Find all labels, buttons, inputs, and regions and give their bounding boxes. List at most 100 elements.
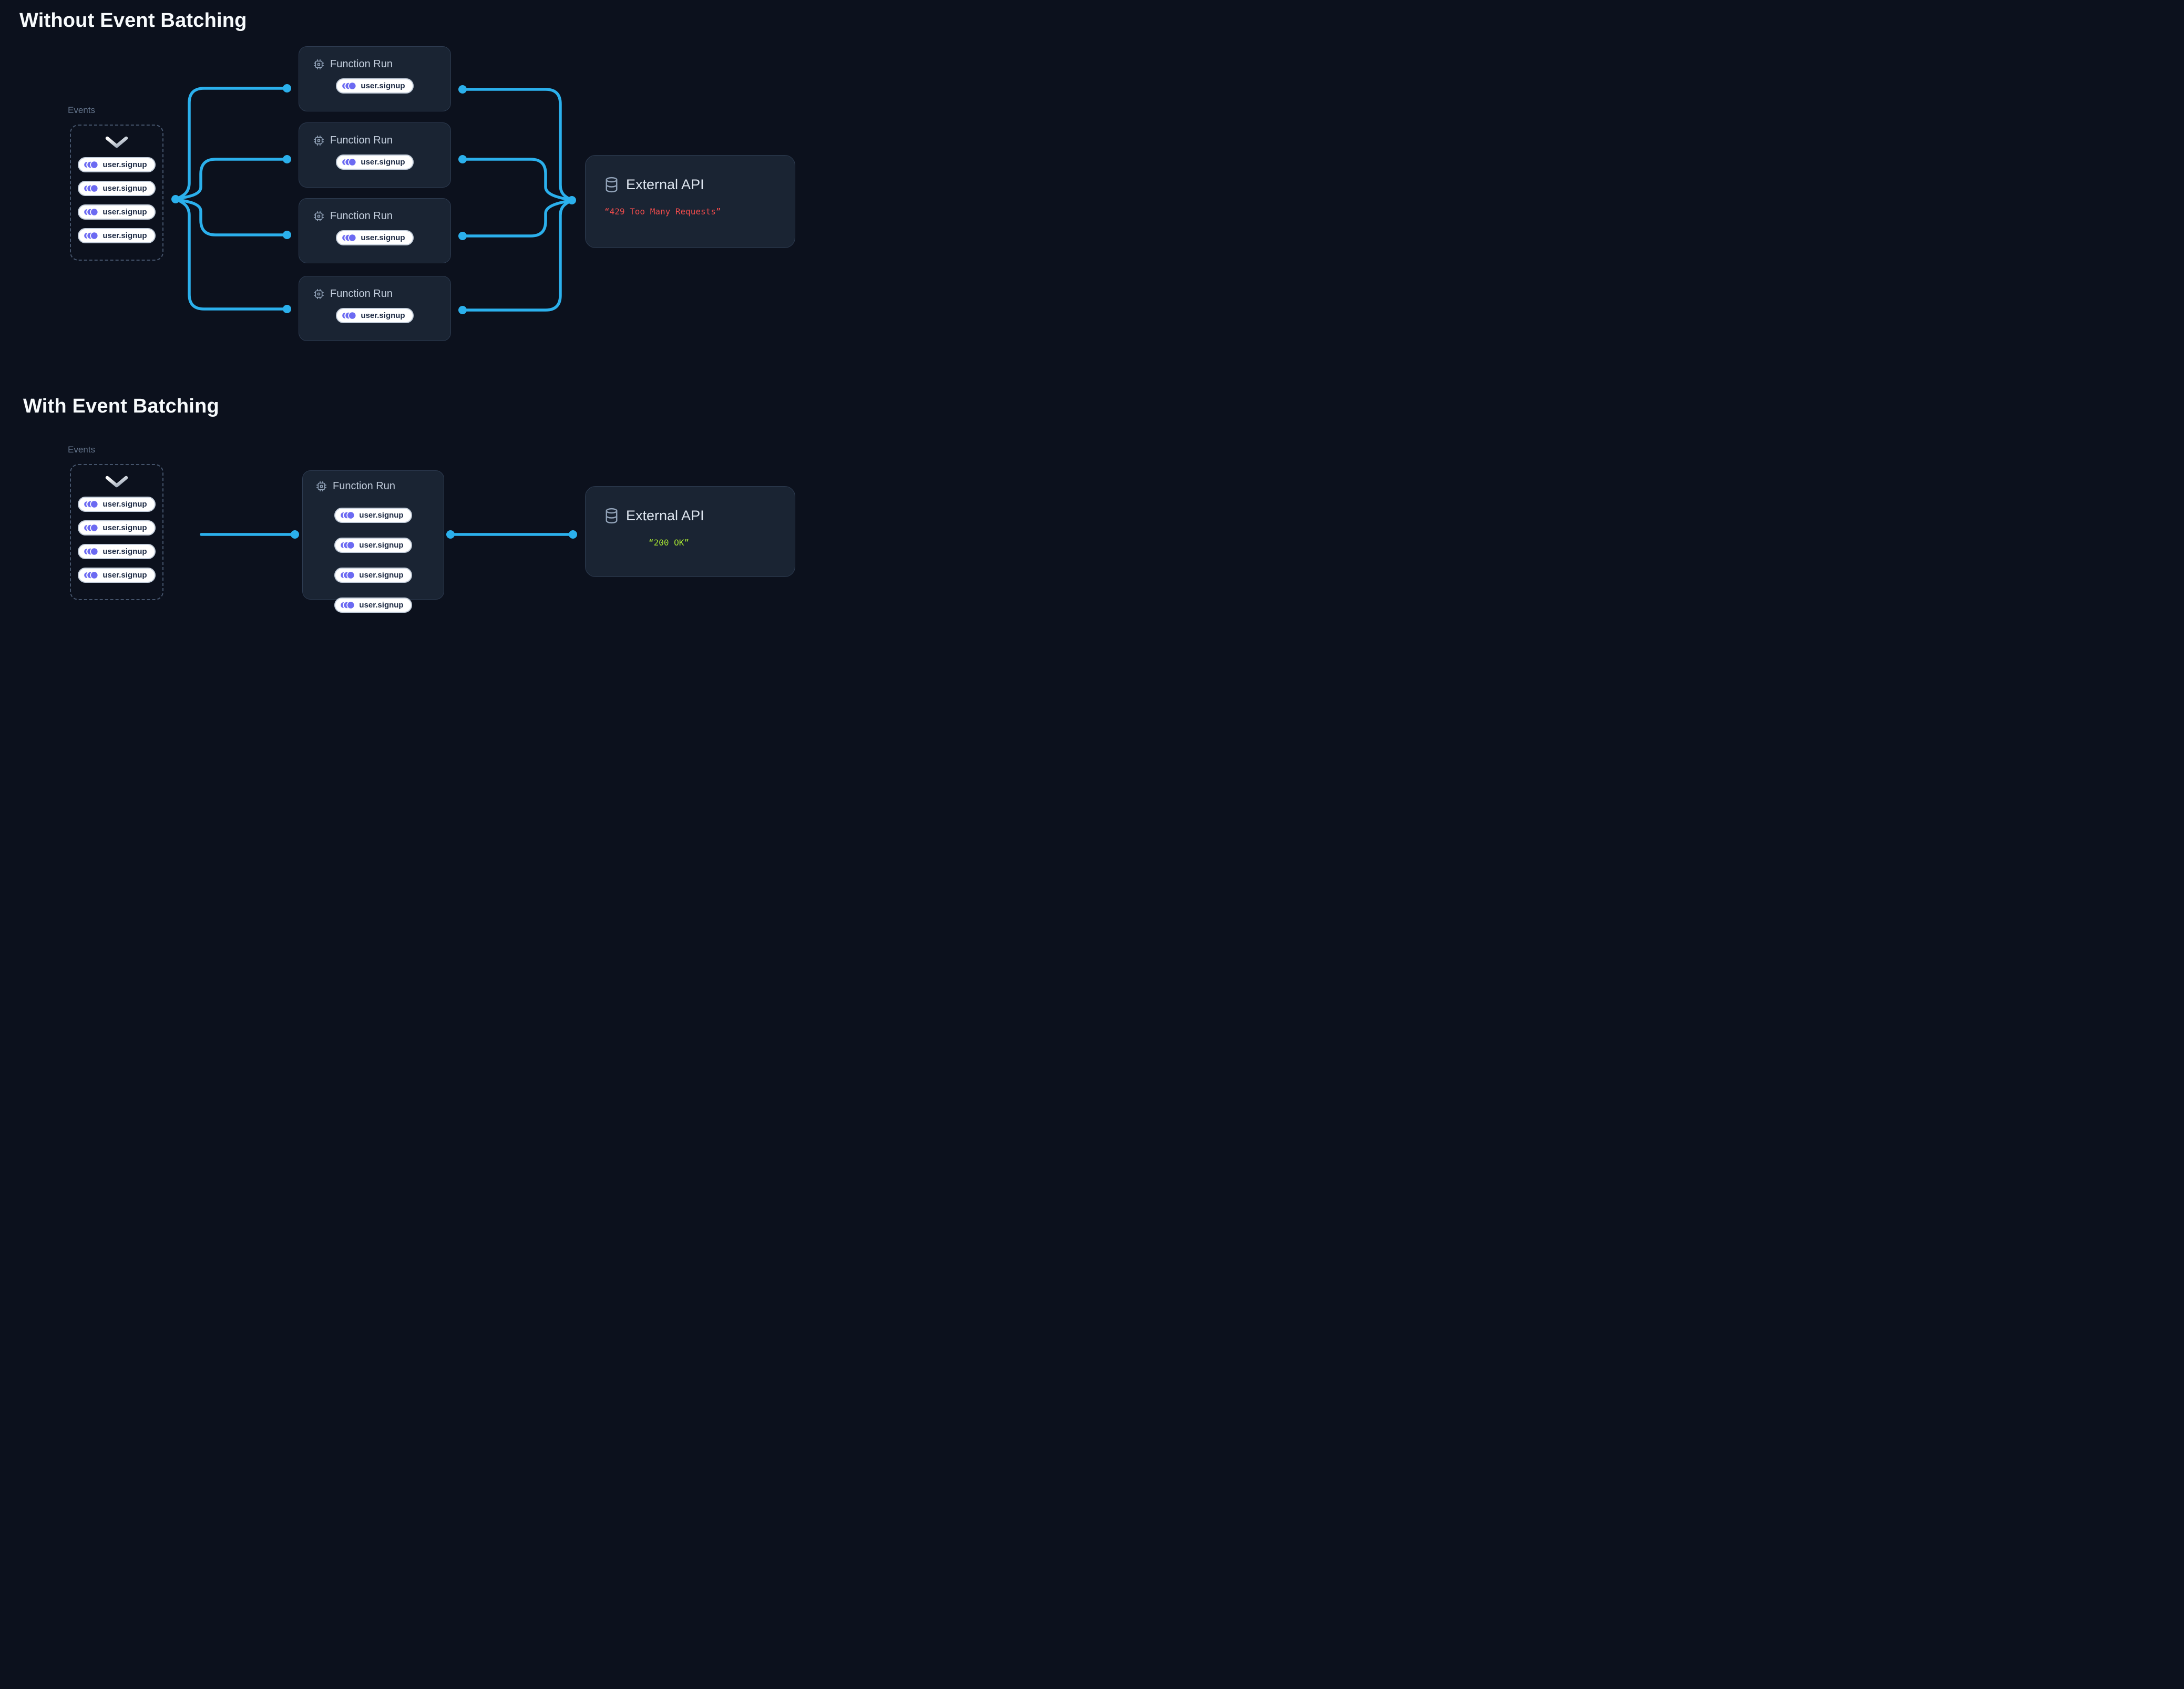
- connector-dot: [291, 530, 299, 539]
- event-pill-stack: user.signup user.signup user.signup user…: [78, 497, 156, 583]
- connector-dot: [283, 231, 291, 239]
- event-pill-label: user.signup: [359, 571, 404, 580]
- connector-dot: [446, 530, 455, 539]
- events-label: Events: [68, 445, 95, 455]
- event-pulse-icon: [342, 81, 356, 90]
- connector-dot: [458, 85, 467, 94]
- function-run-card: Function Run user.signup: [299, 276, 451, 341]
- function-run-card: Function Run user.signup: [299, 198, 451, 263]
- event-pill: user.signup: [334, 538, 412, 553]
- event-pill: user.signup: [78, 568, 156, 583]
- event-pill-label: user.signup: [102, 231, 147, 240]
- event-pill-label: user.signup: [102, 571, 147, 580]
- function-run-title-row: Function Run: [313, 288, 437, 300]
- external-api-title: External API: [626, 177, 704, 192]
- connector-path: [174, 198, 289, 311]
- event-pill-label: user.signup: [361, 233, 405, 242]
- event-pulse-icon: [84, 184, 98, 193]
- connector-dot: [458, 155, 467, 163]
- batched-pill-stack: user.signup user.signup user.signup user…: [334, 500, 412, 613]
- connector-path: [174, 198, 289, 236]
- event-pill-label: user.signup: [359, 511, 404, 520]
- event-pill-label: user.signup: [359, 601, 404, 610]
- event-pill: user.signup: [336, 78, 414, 94]
- function-run-title-row: Function Run: [315, 480, 431, 492]
- event-pill-label: user.signup: [102, 547, 147, 556]
- events-label: Events: [68, 105, 95, 115]
- cpu-icon: [313, 288, 325, 300]
- connector-lines: [171, 84, 577, 539]
- event-pulse-icon: [341, 601, 355, 610]
- connector-dot: [283, 155, 291, 163]
- connector-path: [461, 199, 573, 312]
- event-pulse-icon: [341, 511, 355, 520]
- external-api-title-row: External API: [604, 177, 776, 193]
- cpu-icon: [313, 58, 325, 70]
- events-box: user.signup user.signup user.signup user…: [70, 125, 163, 261]
- event-pulse-icon: [84, 231, 98, 240]
- connector-dot: [569, 530, 577, 539]
- event-pulse-icon: [84, 160, 98, 169]
- external-api-card: External API “429 Too Many Requests”: [585, 155, 795, 248]
- cpu-icon: [315, 480, 327, 492]
- function-run-title-row: Function Run: [313, 135, 437, 147]
- external-api-title-row: External API: [604, 508, 776, 524]
- event-pulse-icon: [84, 547, 98, 556]
- function-run-title: Function Run: [330, 210, 393, 222]
- api-response-success: “200 OK”: [649, 538, 690, 548]
- api-response-error: “429 Too Many Requests”: [604, 207, 721, 217]
- event-pill: user.signup: [336, 230, 414, 245]
- event-pill: user.signup: [78, 204, 156, 220]
- connector-dot: [283, 84, 291, 92]
- connector-path: [174, 158, 289, 201]
- section-title: With Event Batching: [23, 395, 219, 417]
- connector-dot: [458, 232, 467, 240]
- event-pill-stack: user.signup user.signup user.signup user…: [78, 157, 156, 243]
- external-api-title: External API: [626, 508, 704, 523]
- event-pulse-icon: [341, 571, 355, 580]
- connector-dots: [171, 84, 577, 539]
- event-pill-label: user.signup: [361, 81, 405, 90]
- function-run-card: Function Run user.signup user.signup use…: [302, 470, 444, 613]
- event-pulse-icon: [84, 523, 98, 532]
- event-pill-label: user.signup: [361, 311, 405, 320]
- event-pill-label: user.signup: [359, 541, 404, 550]
- event-pill-label: user.signup: [361, 158, 405, 167]
- connector-path: [174, 87, 289, 201]
- event-pill: user.signup: [334, 508, 412, 523]
- event-pill: user.signup: [78, 181, 156, 196]
- connector-dot: [283, 305, 291, 313]
- event-pill: user.signup: [336, 155, 414, 170]
- event-pulse-icon: [84, 571, 98, 580]
- event-pulse-icon: [84, 208, 98, 217]
- function-run-title: Function Run: [330, 58, 393, 70]
- cpu-icon: [313, 210, 325, 222]
- diagram-canvas: Without Event Batching Events user.signu…: [0, 0, 824, 637]
- event-pulse-icon: [342, 158, 356, 167]
- connector-path: [461, 199, 573, 238]
- function-run-title: Function Run: [333, 480, 395, 492]
- event-pill: user.signup: [78, 228, 156, 243]
- function-run-title: Function Run: [330, 288, 393, 300]
- event-pill: user.signup: [78, 520, 156, 535]
- fanout-connectors: [174, 87, 289, 311]
- event-pill-label: user.signup: [102, 184, 147, 193]
- function-run-title-row: Function Run: [313, 210, 437, 222]
- section-title: Without Event Batching: [19, 9, 247, 32]
- connector-dot: [568, 196, 576, 204]
- function-run-card: Function Run user.signup: [299, 46, 451, 111]
- cpu-icon: [313, 135, 325, 147]
- events-box: user.signup user.signup user.signup user…: [70, 464, 163, 600]
- event-pill: user.signup: [78, 497, 156, 512]
- event-pill-label: user.signup: [102, 523, 147, 532]
- chevron-down-icon: [105, 136, 129, 149]
- connector-path: [461, 158, 573, 202]
- event-pill: user.signup: [334, 568, 412, 583]
- fanin-connectors: [461, 88, 573, 312]
- event-pulse-icon: [341, 541, 355, 550]
- event-pill: user.signup: [334, 598, 412, 613]
- database-icon: [604, 508, 619, 524]
- event-pill: user.signup: [78, 544, 156, 559]
- event-pill-label: user.signup: [102, 160, 147, 169]
- function-run-card: Function Run user.signup: [299, 122, 451, 188]
